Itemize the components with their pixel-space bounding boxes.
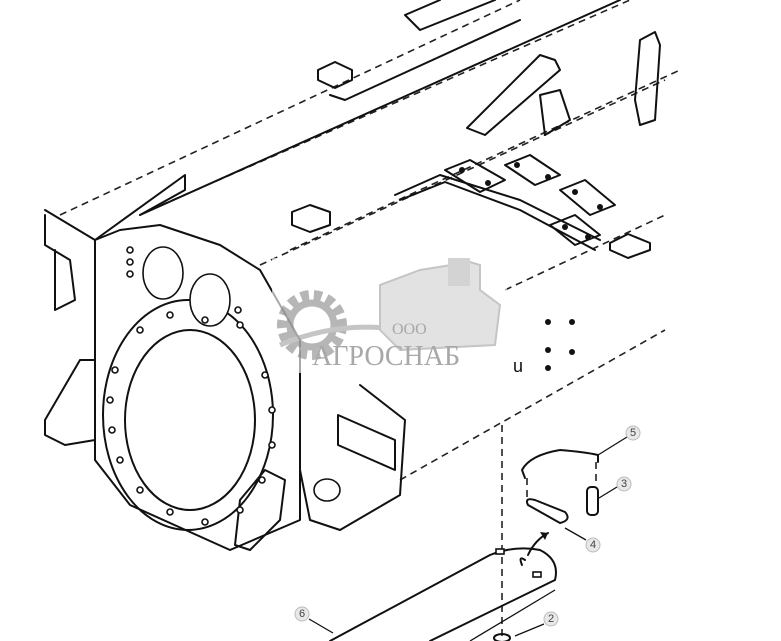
callout-6: 6 [294,606,334,634]
chain-5 [521,449,599,479]
callout-label: 4 [590,539,596,551]
callout-label: 6 [299,608,305,620]
watermark-prefix: ООО [392,321,427,338]
callout-3: 3 [598,476,632,499]
callout-5: 5 [597,425,641,456]
bolt-plates [394,154,616,251]
stray-text: u [513,356,523,376]
callout-4: 4 [564,527,601,553]
callout-label: 2 [548,613,554,625]
pin-2 [493,633,511,641]
hitch-parts [329,425,599,641]
agrosnab-watermark-logo: ООО АГРОСНАБ [272,258,507,373]
bolt-holes [106,246,575,526]
lynch-pin-4 [525,498,569,524]
gear-icon [277,290,347,360]
callout-label: 3 [621,478,627,490]
frame-rails [59,0,681,481]
link-3 [586,486,599,516]
watermark-name: АГРОСНАБ [312,341,460,372]
plate-6 [329,547,557,641]
callout-label: 5 [630,427,636,439]
callout-2: 2 [514,611,559,637]
